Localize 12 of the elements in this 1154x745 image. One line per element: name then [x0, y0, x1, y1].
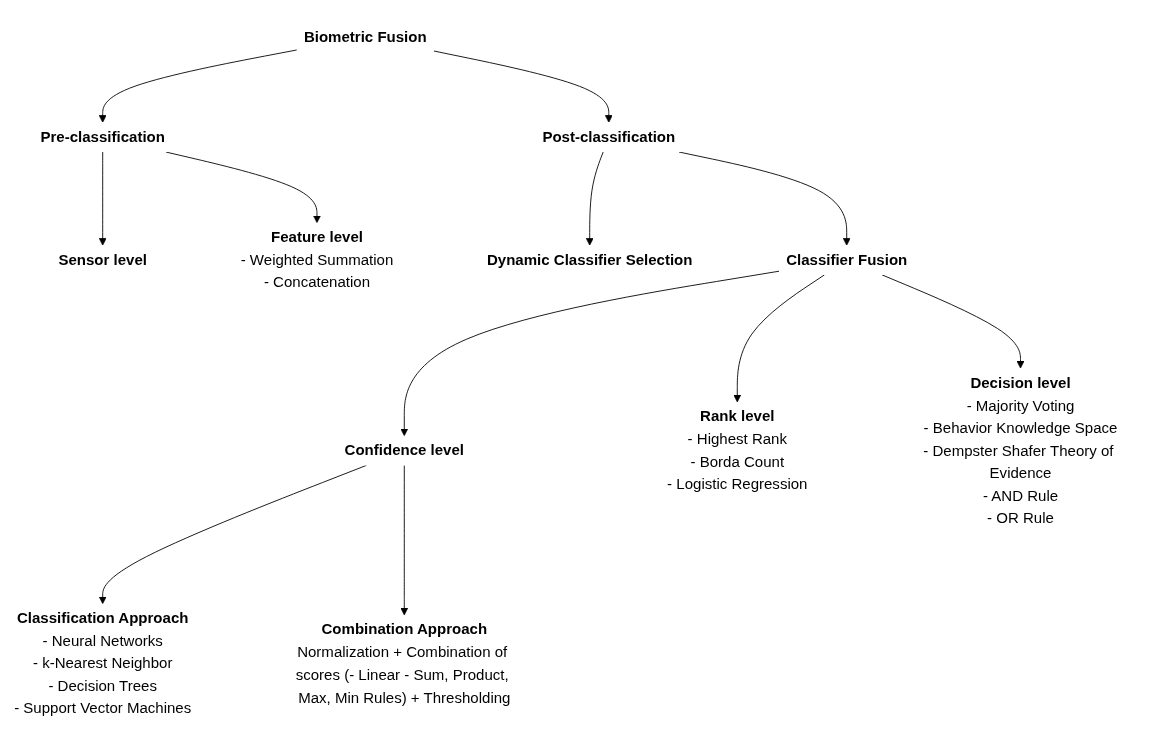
node-text: Biometric Fusion [303, 27, 427, 45]
node-text: Classifier Fusion [786, 251, 908, 268]
node-text: Dynamic Classifier Selection [486, 251, 693, 268]
node-text: Post-classification [542, 128, 676, 146]
node-text: Pre-classification [40, 128, 165, 146]
node-text: Decision level - Majority Voting - Behavior Knowledge Space - Dempster Shafer Theory of Evidence - AND Rule - OR Rule [923, 374, 1118, 527]
node-text: Confidence level [344, 441, 465, 459]
node-text: Feature level - Weighted Summation - Concatenation [240, 228, 394, 291]
node-text: Combination Approach Normalization + Combination of scores (- Linear - Sum, Product, Max, Min Rules) + Thresholding [295, 620, 511, 706]
node-text: Sensor level [58, 251, 147, 268]
node-text: Classification Approach - Neural Networks - k-Nearest Neighbor - Decision Trees - Support Vector Machines [14, 609, 192, 717]
node-text: Rank level - Highest Rank - Borda Count - Logistic Regression [667, 407, 808, 493]
